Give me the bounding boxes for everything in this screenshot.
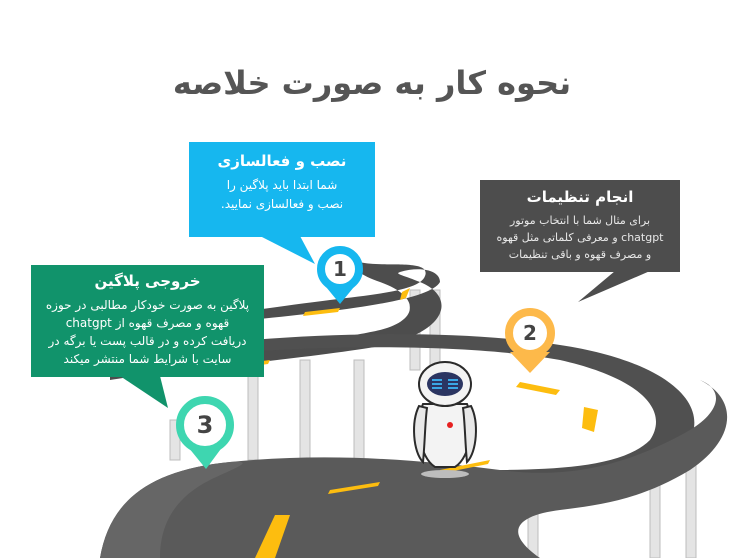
step-2-heading: انجام تنظیمات	[526, 188, 634, 206]
pin-number-1: 1	[333, 257, 347, 281]
map-pin-icon-2: 2	[505, 308, 555, 358]
step-3-line-1: پلاگین به صورت خودکار مطالبی در حوزه	[45, 298, 250, 312]
step-3-line-4: سایت با شرایط شما منتشر میکند	[63, 352, 232, 366]
robot-illustration	[413, 361, 477, 478]
map-pin-icon-3: 3	[176, 396, 234, 454]
map-pin-icon-1: 1	[317, 246, 363, 292]
step-1-heading: نصب و فعالسازی	[217, 152, 347, 170]
step-1-line-1: شما ابتدا باید پلاگین را	[226, 178, 338, 192]
step-2-line-1: برای مثال شما با انتخاب موتور	[509, 214, 651, 227]
step-1-bubble: نصب و فعالسازی شما ابتدا باید پلاگین را …	[189, 142, 375, 237]
bubble-tail-1	[260, 236, 315, 264]
step-2-line-2: chatgpt و معرفی کلماتی مثل قهوه	[496, 231, 664, 244]
step-3-heading: خروجی پلاگین	[94, 272, 201, 290]
step-2-line-3: و مصرف قهوه و باقی تنظیمات	[508, 248, 652, 261]
page-title: نحوه کار به صورت خلاصه	[172, 64, 572, 102]
bubble-tail-3	[120, 376, 168, 408]
step-2-bubble: انجام تنظیمات برای مثال شما با انتخاب مو…	[480, 180, 680, 272]
road-lower	[100, 380, 728, 558]
pin-number-3: 3	[196, 411, 214, 439]
step-1-line-2: نصب و فعالسازی نمایید.	[220, 197, 344, 211]
step-3-bubble: خروجی پلاگین پلاگین به صورت خودکار مطالب…	[31, 265, 264, 377]
step-3-line-3: دریافت کرده و در قالب پست یا برگه در	[48, 334, 247, 348]
pin-number-2: 2	[523, 321, 537, 345]
step-3-line-2: قهوه و مصرف قهوه از chatgpt	[65, 316, 230, 330]
bubble-tail-2	[578, 271, 650, 302]
